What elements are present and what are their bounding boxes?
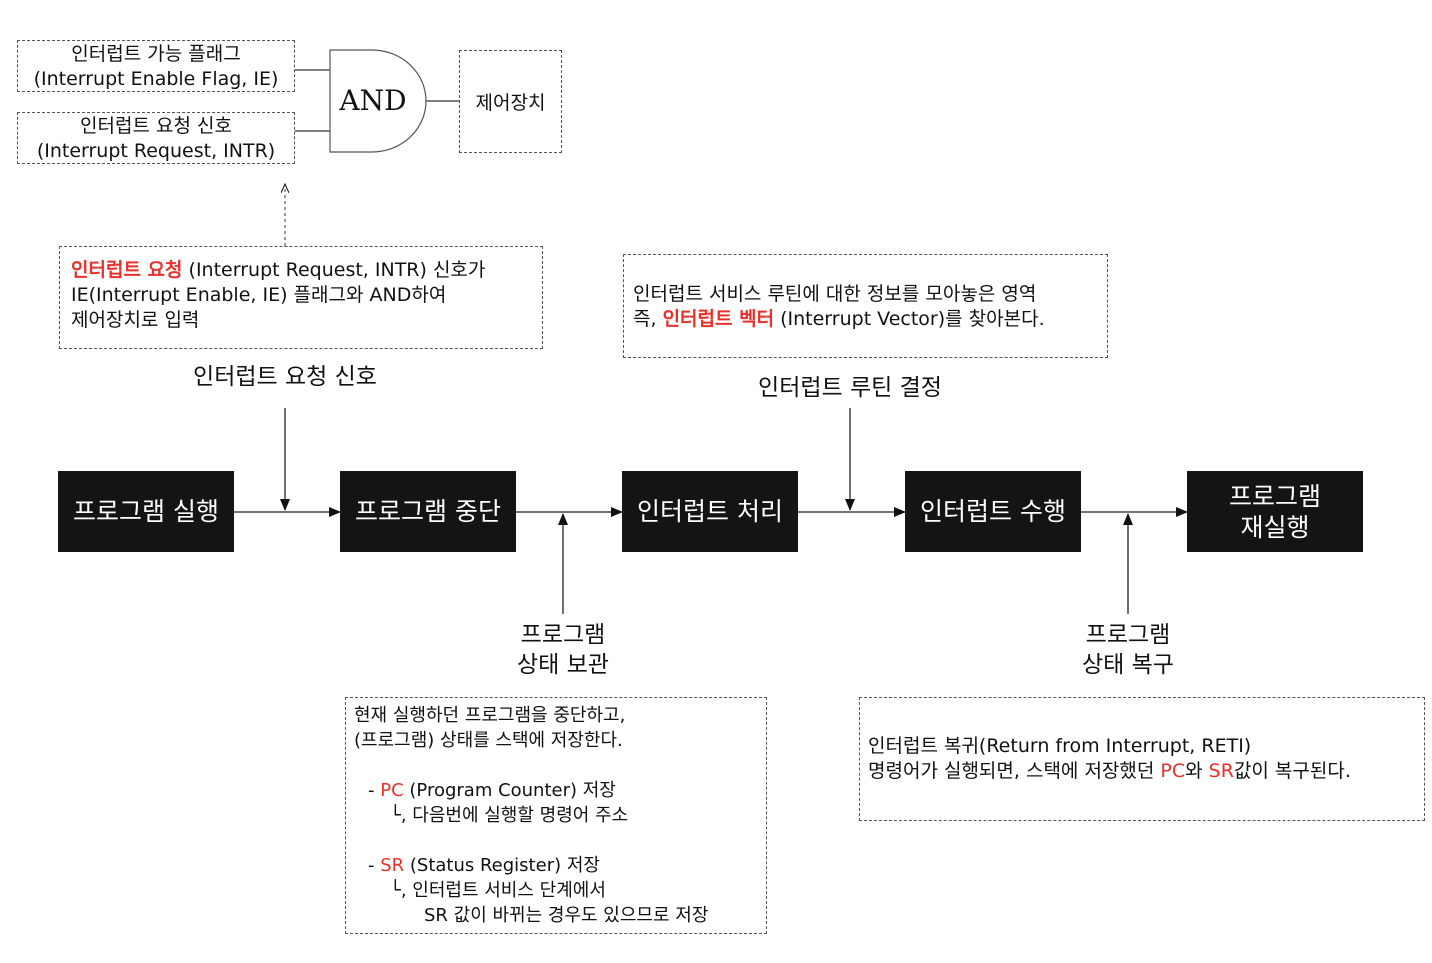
save-note-sr-prefix: - xyxy=(368,855,381,876)
save-note-sr-sub2: SR 값이 바뀌는 경우도 있으므로 저장 xyxy=(424,905,709,926)
step-program-resume-line2: 재실행 xyxy=(1240,512,1310,542)
state-save-line1: 프로그램 xyxy=(520,622,606,648)
save-note-pc-prefix: - xyxy=(368,780,381,801)
and-gate-shape xyxy=(329,49,427,153)
vector-note-highlight: 인터럽트 벡터 xyxy=(662,308,775,330)
vector-note-suffix: (Interrupt Vector)를 찾아본다. xyxy=(774,308,1045,330)
vector-note-prefix: 즉, xyxy=(633,308,663,330)
step-program-run-label: 프로그램 실행 xyxy=(73,497,219,526)
restore-note-sr: SR xyxy=(1208,760,1234,782)
routine-decision-label: 인터럽트 루틴 결정 xyxy=(758,375,942,401)
save-note-pc-sub: └, 다음번에 실행할 명령어 주소 xyxy=(390,805,629,826)
save-note-line1: 현재 실행하던 프로그램을 중단하고, xyxy=(354,705,626,726)
step-program-resume-line1: 프로그램 xyxy=(1228,481,1321,511)
step-interrupt-handle-label: 인터럽트 처리 xyxy=(637,497,783,526)
save-note-line2: (프로그램) 상태를 스택에 저장한다. xyxy=(354,730,623,751)
save-note-sr-sub1: └, 인터럽트 서비스 단계에서 xyxy=(390,880,606,901)
save-note-pc-rest: (Program Counter) 저장 xyxy=(403,780,616,801)
control-unit-box: 제어장치 xyxy=(459,50,562,153)
ie-flag-box: 인터럽트 가능 플래그 (Interrupt Enable Flag, IE) xyxy=(17,40,295,92)
request-note: 인터럽트 요청 (Interrupt Request, INTR) 신호가 IE… xyxy=(59,246,543,349)
step-program-halt-label: 프로그램 중단 xyxy=(355,497,501,526)
request-note-line3: 제어장치로 입력 xyxy=(71,309,200,331)
vector-note: 인터럽트 서비스 루틴에 대한 정보를 모아놓은 영역 즉, 인터럽트 벡터 (… xyxy=(623,254,1108,358)
restore-note-suffix: 값이 복구된다. xyxy=(1233,760,1351,782)
request-note-line1: (Interrupt Request, INTR) 신호가 xyxy=(182,259,486,281)
intr-signal-subtitle: (Interrupt Request, INTR) xyxy=(36,140,276,162)
step-program-halt: 프로그램 중단 xyxy=(340,471,516,552)
step-interrupt-handle: 인터럽트 처리 xyxy=(622,471,798,552)
save-note-sr-rest: (Status Register) 저장 xyxy=(404,855,600,876)
save-note-sr: SR xyxy=(380,855,405,876)
ie-flag-subtitle: (Interrupt Enable Flag, IE) xyxy=(33,68,279,90)
control-unit-label: 제어장치 xyxy=(475,92,546,114)
step-program-resume: 프로그램 재실행 xyxy=(1187,471,1363,552)
state-restore-label: 프로그램 상태 복구 xyxy=(1028,620,1228,680)
state-save-line2: 상태 보관 xyxy=(517,652,609,678)
ie-flag-title: 인터럽트 가능 플래그 xyxy=(71,43,241,65)
restore-note-pc: PC xyxy=(1160,760,1186,782)
intr-signal-title: 인터럽트 요청 신호 xyxy=(80,115,232,137)
intr-signal-box: 인터럽트 요청 신호 (Interrupt Request, INTR) xyxy=(17,112,295,164)
state-restore-line2: 상태 복구 xyxy=(1082,652,1174,678)
restore-note-line1: 인터럽트 복귀(Return from Interrupt, RETI) xyxy=(868,735,1252,757)
and-gate-label: AND xyxy=(339,84,407,117)
restore-note-prefix: 명령어가 실행되면, 스택에 저장했던 xyxy=(868,760,1161,782)
state-restore-line1: 프로그램 xyxy=(1085,622,1171,648)
save-note-pc: PC xyxy=(380,780,404,801)
restore-note-mid: 와 xyxy=(1185,760,1209,782)
step-interrupt-execute-label: 인터럽트 수행 xyxy=(920,497,1066,526)
state-save-label: 프로그램 상태 보관 xyxy=(463,620,663,680)
request-note-highlight: 인터럽트 요청 xyxy=(71,259,183,281)
restore-state-note: 인터럽트 복귀(Return from Interrupt, RETI) 명령어… xyxy=(859,697,1425,821)
save-state-note: 현재 실행하던 프로그램을 중단하고, (프로그램) 상태를 스택에 저장한다.… xyxy=(345,697,767,934)
request-note-line2: IE(Interrupt Enable, IE) 플래그와 AND하여 xyxy=(71,284,447,306)
step-interrupt-execute: 인터럽트 수행 xyxy=(905,471,1081,552)
step-program-run: 프로그램 실행 xyxy=(58,471,234,552)
vector-note-line1: 인터럽트 서비스 루틴에 대한 정보를 모아놓은 영역 xyxy=(633,283,1037,305)
request-signal-label: 인터럽트 요청 신호 xyxy=(193,364,377,390)
